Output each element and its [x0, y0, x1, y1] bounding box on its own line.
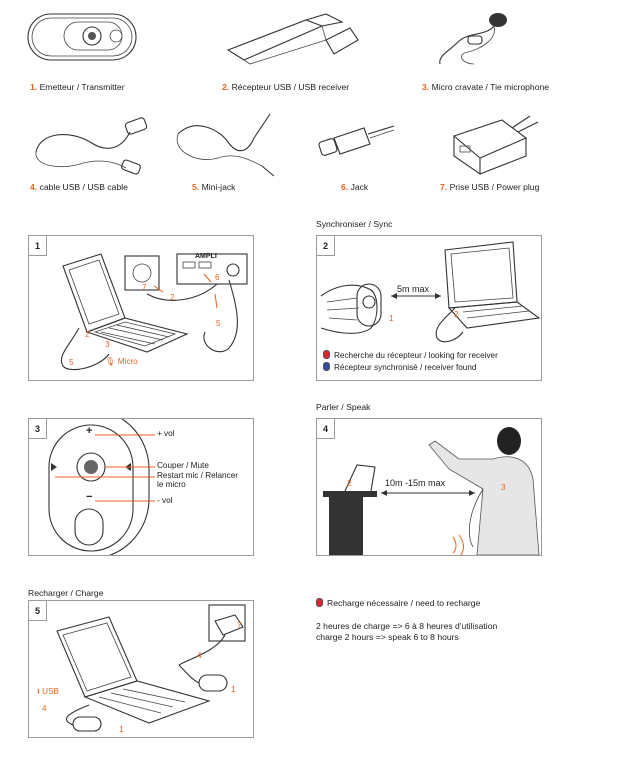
sync-illustration: [320, 241, 541, 343]
panel-4-title: Parler / Speak: [316, 402, 371, 412]
ampli-label: AMPLI: [195, 253, 217, 260]
callout-5b: 5: [69, 358, 74, 367]
item-caption-usb-receiver: 2. Récepteur USB / USB receiver: [222, 82, 350, 92]
item-caption-transmitter: 1. Emetteur / Transmitter: [30, 82, 125, 92]
transmitter-illustration: [27, 13, 137, 61]
item-caption-tie-microphone: 3. Micro cravate / Tie microphone: [422, 82, 550, 92]
callout-1: 1: [231, 685, 236, 694]
callout-7: 7: [142, 283, 147, 292]
charge-time-fr: 2 heures de charge => 6 à 8 heures d'uti…: [316, 621, 498, 631]
panel-number: 4: [317, 419, 335, 439]
recharge-needed-note: Recharge nécessaire / need to recharge: [316, 598, 480, 609]
sync-distance: 5m max: [397, 284, 430, 294]
laptop-amp-illustration: [61, 253, 248, 371]
item-caption-power-plug: 7. Prise USB / Power plug: [440, 182, 540, 192]
panel-5-charge: 5 7 4 1 4 1 ⭻ USB: [28, 600, 254, 738]
panel-1-setup: 1 AMPLI 7 2 6 5 2 3 5 🎙 Micro: [28, 235, 254, 381]
panel-number: 1: [29, 236, 47, 256]
power-plug-illustration: [452, 115, 539, 176]
jack-adapter-illustration: [318, 125, 395, 156]
callout-2: 2: [347, 479, 352, 488]
restart-label-1: Restart mic / Relancer: [157, 471, 238, 480]
callout-3: 3: [105, 340, 110, 349]
red-led-icon: [323, 350, 330, 359]
charging-illustration: [56, 604, 246, 732]
callout-4: 4: [197, 651, 202, 660]
callout-6: 6: [215, 273, 220, 282]
item-caption-usb-cable: 4. cable USB / USB cable: [30, 182, 128, 192]
callout-2: 2: [170, 293, 175, 302]
usb-label: ⭻ USB: [37, 687, 59, 696]
mini-jack-illustration: [176, 113, 275, 177]
panel-4-speak: 4 10m -15m max 2 3: [316, 418, 542, 556]
panel-2-title: Synchroniser / Sync: [316, 219, 393, 229]
transmitter-closeup-illustration: [29, 419, 155, 555]
usb-receiver-illustration: [226, 13, 359, 65]
callout-7: 7: [237, 621, 242, 630]
panel-number: 3: [29, 419, 47, 439]
restart-label-2: le micro: [157, 480, 186, 489]
speak-distance: 10m -15m max: [385, 478, 446, 488]
plus-symbol: +: [86, 425, 93, 437]
callout-5: 5: [216, 319, 221, 328]
red-led-icon: [316, 598, 323, 607]
tie-microphone-illustration: [439, 13, 507, 65]
callout-1: 1: [389, 314, 394, 323]
micro-label: 🎙 Micro: [105, 357, 138, 366]
usb-cable-illustration: [35, 117, 148, 175]
charge-time-en: charge 2 hours => speak 6 to 8 hours: [316, 632, 459, 642]
panel-3-controls: 3 + − + vol Couper / Mute Restart mic / …: [28, 418, 254, 556]
legend-searching: Recherche du récepteur / looking for rec…: [323, 350, 498, 361]
item-caption-mini-jack: 5. Mini-jack: [192, 182, 236, 192]
vol-up-label: + vol: [157, 429, 175, 438]
blue-led-icon: [323, 362, 330, 371]
legend-synced: Récepteur synchronisé / receiver found: [323, 362, 476, 373]
mute-label: Couper / Mute: [157, 461, 209, 470]
panel-number: 2: [317, 236, 335, 256]
callout-2: 2: [454, 310, 459, 319]
callout-4b: 4: [42, 704, 47, 713]
callout-1b: 1: [119, 725, 124, 734]
vol-down-label: - vol: [157, 496, 173, 505]
minus-symbol: −: [86, 491, 93, 503]
panel-5-title: Recharger / Charge: [28, 588, 104, 598]
usb-icon: ⭻: [37, 687, 40, 696]
panel-2-sync: 2 5m max 1 2 Recherche du récepteur / lo…: [316, 235, 542, 381]
callout-3: 3: [501, 483, 506, 492]
microphone-icon: 🎙: [105, 357, 116, 366]
callout-2b: 2: [85, 330, 90, 339]
panel-number: 5: [29, 601, 47, 621]
item-caption-jack: 6. Jack: [341, 182, 369, 192]
speaker-illustration: [323, 427, 540, 555]
